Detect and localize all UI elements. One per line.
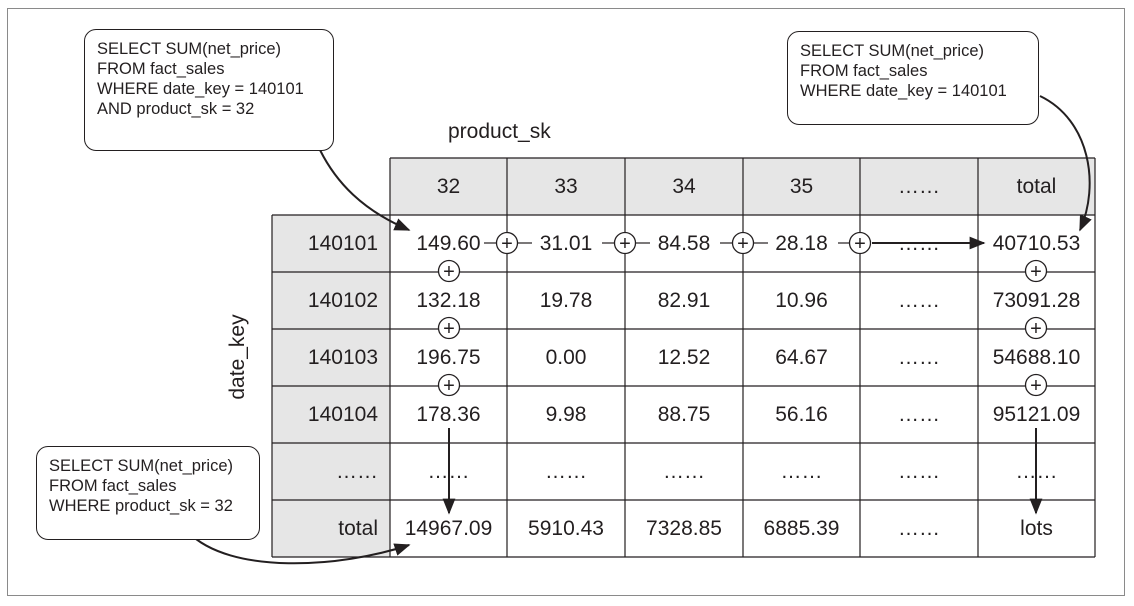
table-cell: …… — [898, 346, 940, 369]
callout-line: WHERE product_sk = 32 — [49, 497, 233, 515]
table-cell: 28.18 — [775, 232, 828, 255]
table-cell: 0.00 — [545, 346, 587, 369]
callout-top-right: SELECT SUM(net_price) FROM fact_sales WH… — [787, 31, 1039, 125]
column-axis-label: product_sk — [448, 120, 551, 143]
column-header: 35 — [789, 175, 814, 198]
plus-circle-icon: + — [731, 231, 755, 255]
table-cell: …… — [427, 460, 470, 483]
plus-sign: + — [501, 233, 513, 255]
callout-line: SELECT SUM(net_price) — [800, 42, 985, 60]
callout-top-left: SELECT SUM(net_price) FROM fact_sales WH… — [84, 29, 334, 151]
plus-sign: + — [854, 233, 866, 255]
table-cell: 95121.09 — [992, 403, 1081, 426]
table-cell: 40710.53 — [992, 232, 1081, 255]
callout-line: AND product_sk = 32 — [97, 100, 255, 118]
table-cell: …… — [898, 403, 940, 426]
callout-line: WHERE date_key = 140101 — [97, 80, 304, 98]
row-header: 140102 — [307, 289, 378, 312]
callout-line: FROM fact_sales — [800, 62, 928, 80]
table-cell: …… — [898, 460, 940, 483]
table-cell: …… — [898, 517, 940, 540]
table-cell: 6885.39 — [763, 517, 840, 540]
plus-circle-icon: + — [437, 373, 461, 397]
callout-arrow — [187, 531, 411, 565]
table-cell: 196.75 — [416, 346, 481, 369]
table-cell: …… — [1015, 460, 1058, 483]
plus-sign: + — [1030, 375, 1042, 397]
callout-line: SELECT SUM(net_price) — [49, 457, 234, 475]
table-cell: 149.60 — [416, 232, 481, 255]
table-cell: 5910.43 — [528, 517, 604, 540]
table-cell: …… — [898, 289, 940, 312]
plus-circle-icon: + — [437, 316, 461, 340]
column-header: 32 — [436, 175, 461, 198]
callout-arrow — [1039, 95, 1092, 232]
plus-circle-icon: + — [613, 231, 637, 255]
plus-sign: + — [619, 233, 631, 255]
table-cell: 9.98 — [545, 403, 587, 426]
plus-sign: + — [737, 233, 749, 255]
table-cell: 31.01 — [539, 232, 593, 255]
row-header: …… — [336, 460, 378, 483]
table-cell: 12.52 — [657, 346, 711, 369]
row-header: 140101 — [307, 232, 378, 255]
table-cell: lots — [1020, 517, 1053, 540]
row-header: total — [338, 517, 378, 540]
table-cell: 64.67 — [775, 346, 828, 369]
callout-bottom-left: SELECT SUM(net_price) FROM fact_sales WH… — [36, 446, 260, 540]
callout-arrow — [319, 149, 411, 231]
callout-line: FROM fact_sales — [49, 477, 177, 495]
table-cell: 132.18 — [416, 289, 481, 312]
column-header: total — [1016, 175, 1057, 198]
callout-line: FROM fact_sales — [97, 60, 225, 78]
table-cell: 88.75 — [657, 403, 711, 426]
table-cell: 56.16 — [775, 403, 828, 426]
table-cell: 7328.85 — [646, 517, 722, 540]
table-cell: 19.78 — [539, 289, 593, 312]
plus-circle-icon: + — [495, 231, 519, 255]
plus-circle-icon: + — [1024, 259, 1048, 283]
column-header: 33 — [554, 175, 578, 198]
table-cell: …… — [663, 460, 705, 483]
table-cell: …… — [898, 232, 940, 255]
plus-sign: + — [443, 318, 455, 340]
table-cell: 10.96 — [775, 289, 828, 312]
table-cell: 178.36 — [416, 403, 481, 426]
column-header: …… — [898, 175, 940, 198]
table-cell: 14967.09 — [404, 517, 493, 540]
table-cell: …… — [780, 460, 823, 483]
callout-line: SELECT SUM(net_price) — [97, 40, 282, 58]
table-cell: …… — [545, 460, 587, 483]
plus-sign: + — [1030, 318, 1042, 340]
plus-sign: + — [1030, 261, 1042, 283]
plus-circle-icon: + — [848, 231, 872, 255]
callout-line: WHERE date_key = 140101 — [800, 82, 1007, 100]
row-axis-label: date_key — [226, 314, 249, 400]
plus-sign: + — [443, 375, 455, 397]
plus-circle-icon: + — [1024, 316, 1048, 340]
table-cell: 84.58 — [657, 232, 711, 255]
plus-sign: + — [443, 261, 455, 283]
plus-circle-icon: + — [1024, 373, 1048, 397]
row-header: 140104 — [307, 403, 378, 426]
column-header: 34 — [672, 175, 696, 198]
table-cell: 54688.10 — [992, 346, 1081, 369]
table-cell: 82.91 — [657, 289, 711, 312]
plus-circle-icon: + — [437, 259, 461, 283]
row-header: 140103 — [307, 346, 378, 369]
table-cell: 73091.28 — [992, 289, 1081, 312]
